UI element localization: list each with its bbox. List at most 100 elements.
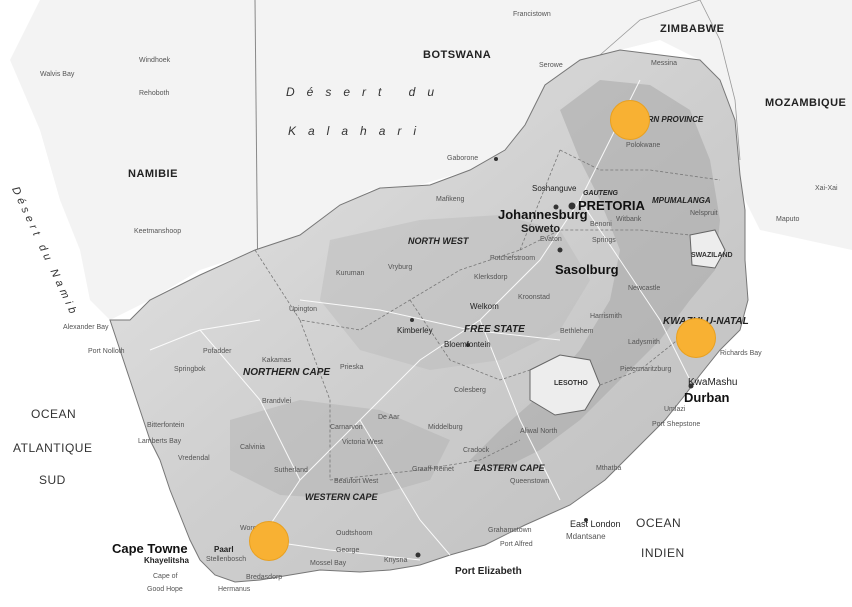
label-atlantic-1: OCEAN: [31, 407, 77, 421]
label-springs: Springs: [592, 237, 616, 244]
swaziland: [689, 229, 726, 269]
label-harrismith: Harrismith: [590, 313, 622, 320]
label-keetmanshoop: Keetmanshoop: [134, 228, 182, 235]
label-cape-of-good-hope-1: Cape of: [153, 573, 178, 580]
label-victoria-west: Victoria West: [342, 439, 383, 446]
relief-highveld: [320, 215, 590, 370]
label-eastern-cape: EASTERN CAPE: [474, 463, 545, 473]
label-indian-1: OCEAN: [636, 516, 682, 530]
label-brandvlei: Brandvlei: [262, 398, 292, 405]
label-mthatha: Mthatha: [596, 465, 622, 472]
label-durban: Durban: [684, 390, 730, 405]
label-francistown: Francistown: [513, 11, 551, 18]
label-bredasdorp: Bredasdorp: [246, 574, 283, 581]
label-kimberley: Kimberley: [397, 326, 433, 335]
province-boundaries: [254, 149, 721, 481]
label-mpumalanga: MPUMALANGA: [652, 196, 711, 205]
label-paarl: Paarl: [214, 545, 234, 554]
label-klerksdorp: Klerksdorp: [474, 274, 508, 281]
label-maputo: Maputo: [776, 216, 800, 223]
label-carnarvon: Carnarvon: [330, 424, 363, 431]
label-benoni: Benoni: [590, 221, 612, 228]
label-cape-town: Cape Towne: [112, 541, 188, 556]
label-calvinia: Calvinia: [240, 444, 265, 451]
label-sasolburg: Sasolburg: [555, 262, 619, 277]
label-pretoria: PRETORIA: [578, 198, 645, 213]
neighbor-land: [10, 0, 852, 320]
label-kakamas: Kakamas: [262, 357, 292, 364]
label-bethlehem: Bethlehem: [560, 328, 594, 335]
label-cape-of-good-hope-2: Good Hope: [147, 586, 183, 593]
label-prieska: Prieska: [340, 364, 364, 371]
label-oudtshoorn: Oudtshoorn: [336, 530, 373, 537]
label-gauteng: GAUTENG: [583, 190, 618, 197]
label-swaziland: SWAZILAND: [691, 252, 733, 259]
label-vryburg: Vryburg: [388, 264, 413, 271]
label-pietermaritzburg: Pietermaritzburg: [620, 366, 672, 373]
label-soweto: Soweto: [521, 223, 561, 235]
label-zimbabwe: ZIMBABWE: [660, 23, 725, 35]
label-port-nolloth: Port Nolloth: [88, 348, 125, 355]
label-serowe: Serowe: [539, 62, 563, 69]
roads: [149, 79, 691, 561]
label-sutherland: Sutherland: [274, 467, 308, 474]
label-kalahari-1: Désert du: [286, 85, 447, 99]
label-hermanus: Hermanus: [218, 586, 251, 593]
label-george: George: [336, 547, 360, 554]
label-queenstown: Queenstown: [510, 478, 550, 485]
label-vredendal: Vredendal: [178, 455, 210, 462]
label-messina: Messina: [651, 60, 678, 67]
label-soshanguve: Soshanguve: [532, 184, 577, 193]
label-port-shepstone: Port Shepstone: [652, 421, 701, 428]
label-gaborone: Gaborone: [447, 155, 479, 162]
label-polokwane: Polokwane: [626, 142, 661, 149]
label-atlantic-3: SUD: [39, 473, 66, 487]
label-stellenbosch: Stellenbosch: [206, 556, 247, 563]
label-atlantic-2: ATLANTIQUE: [13, 441, 93, 455]
relief-karoo: [230, 400, 450, 500]
label-rehoboth: Rehoboth: [139, 90, 170, 97]
relief-escarpment: [470, 80, 720, 470]
label-umlazi: Umlazi: [664, 406, 686, 413]
label-witbank: Witbank: [616, 216, 642, 223]
label-alexander-bay: Alexander Bay: [63, 324, 109, 331]
label-knysna: Knysna: [384, 557, 408, 564]
label-newcastle: Newcastle: [628, 285, 661, 292]
label-mozambique: MOZAMBIQUE: [765, 97, 847, 109]
kwazulu-natal-marker[interactable]: [676, 318, 716, 358]
label-beaufort-west: Beaufort West: [334, 478, 379, 485]
label-port-elizabeth: Port Elizabeth: [455, 566, 522, 577]
label-grahamstown: Grahamstown: [488, 527, 532, 534]
label-middelburg: Middelburg: [428, 424, 463, 431]
label-kwamashu: KwaMashu: [688, 377, 738, 388]
label-namibia: NAMIBIE: [128, 168, 178, 180]
label-xai-xai: Xai-Xai: [815, 185, 838, 192]
label-kroonstad: Kroonstad: [518, 294, 550, 301]
label-walvis-bay: Walvis Bay: [40, 71, 75, 78]
label-richards-bay: Richards Bay: [720, 350, 762, 357]
label-free-state: FREE STATE: [464, 324, 525, 335]
label-upington: Upington: [289, 306, 318, 313]
label-lamberts-bay: Lamberts Bay: [138, 438, 182, 445]
lesotho: [529, 354, 601, 416]
label-potchefstroom: Potchefstroom: [490, 255, 536, 262]
label-johannesburg: Johannesburg: [498, 207, 588, 222]
label-graaff-reinet: Graaff-Reinet: [412, 466, 454, 473]
label-aliwal-north: Aliwal North: [520, 428, 558, 435]
label-de-aar: De Aar: [378, 414, 400, 421]
label-northern-cape: NORTHERN CAPE: [243, 367, 331, 378]
limpopo-marker[interactable]: [610, 100, 650, 140]
label-springbok: Springbok: [174, 366, 206, 373]
label-indian-2: INDIEN: [641, 546, 685, 560]
label-pofadder: Pofadder: [203, 348, 232, 355]
label-botswana: BOTSWANA: [423, 49, 492, 61]
label-mossel-bay: Mossel Bay: [310, 560, 347, 567]
label-bloemfontein: Bloemfontein: [444, 340, 491, 349]
label-windhoek: Windhoek: [139, 57, 171, 64]
label-bitterfontein: Bitterfontein: [147, 422, 185, 429]
western-cape-marker[interactable]: [249, 521, 289, 561]
label-colesberg: Colesberg: [454, 387, 486, 394]
border-zimbabwe-mozambique: [699, 0, 741, 161]
label-mafikeng: Mafikeng: [436, 196, 465, 203]
label-lesotho: LESOTHO: [554, 380, 588, 387]
